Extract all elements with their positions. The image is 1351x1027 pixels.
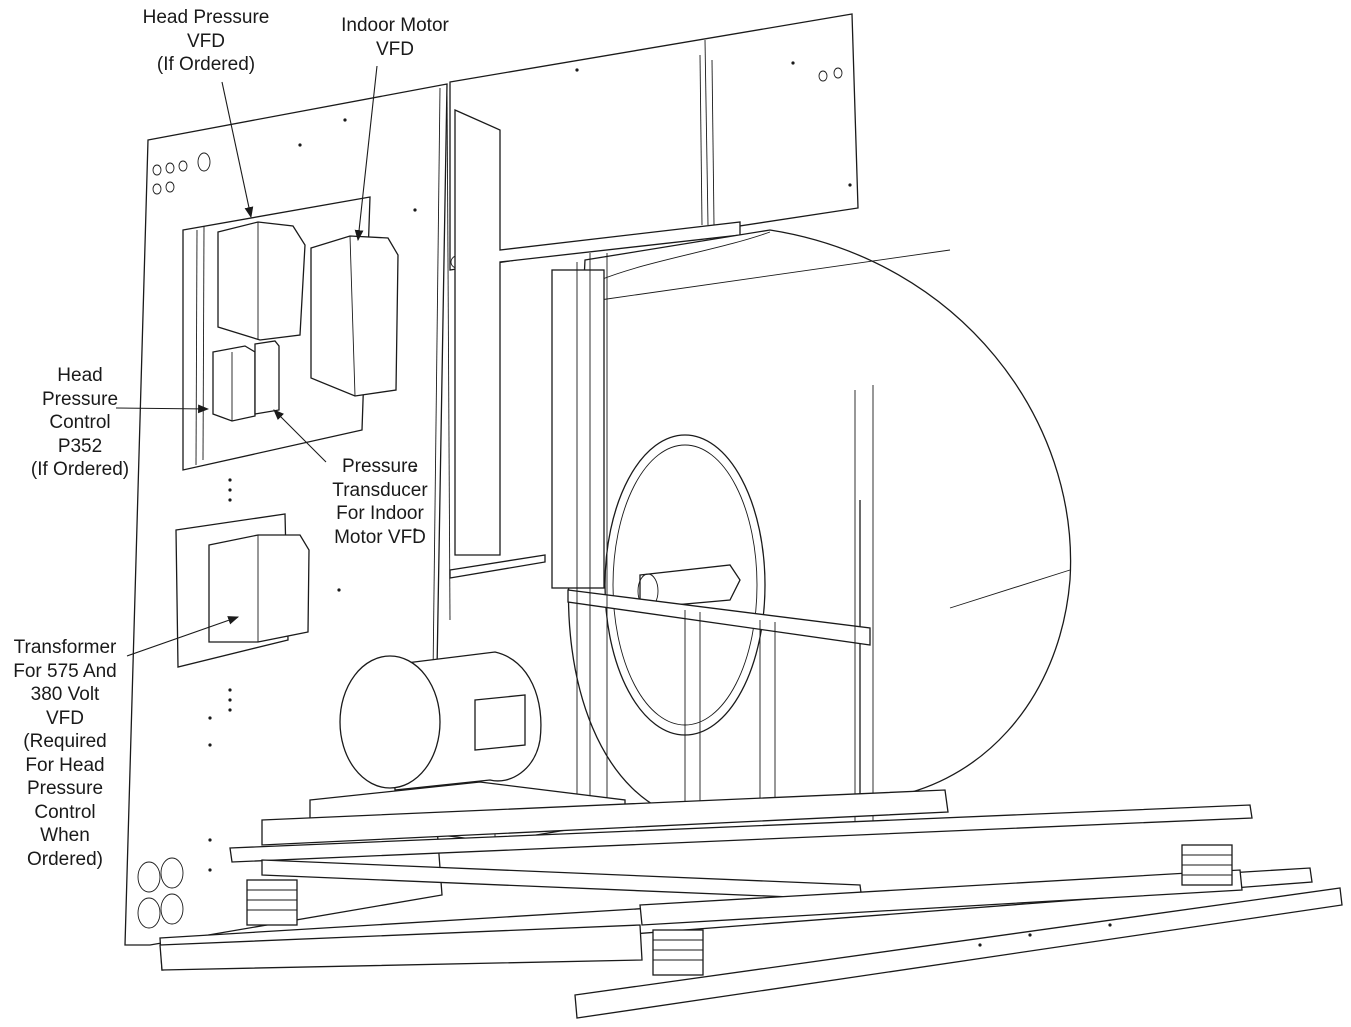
callout-transformer: Transformer For 575 And 380 Volt VFD (Re… [13,637,117,870]
isolator-springs [246,844,1233,976]
vfd-subpanel [182,196,399,471]
callout-indoor-motor-vfd: Indoor Motor VFD [341,15,449,60]
blower-housing [551,229,1072,830]
callout-head-pressure-vfd: Head Pressure VFD (If Ordered) [142,7,270,75]
mounting-holes [208,61,1112,947]
base-rails [159,789,1343,1019]
rear-panel [449,13,859,271]
callout-head-pressure-control: Head Pressure Control P352 (If Ordered) [30,365,130,480]
callout-pressure-transducer: Pressure Transducer For Indoor Motor VFD [332,456,428,548]
callout-leaders [115,65,378,657]
